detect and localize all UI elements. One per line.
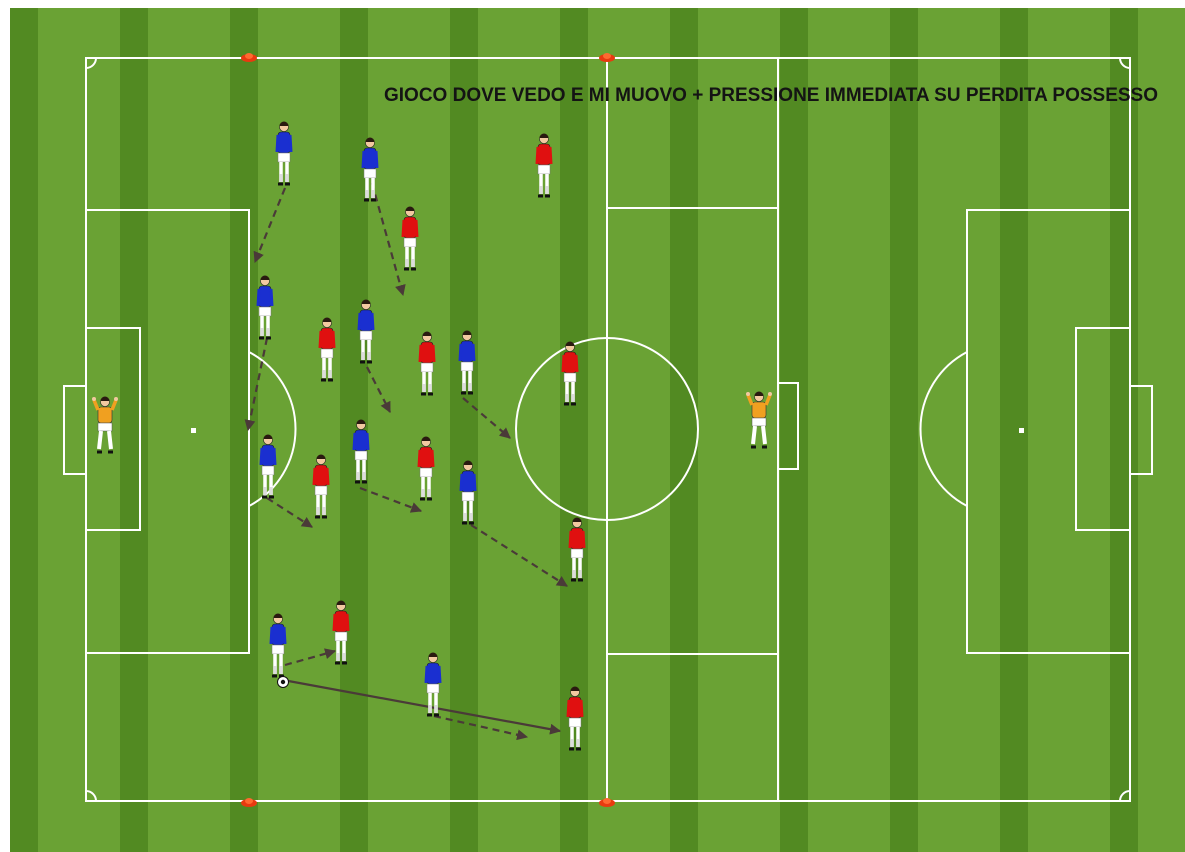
grass-stripe [230,8,258,852]
grass-stripe [780,8,808,852]
grass-stripe [890,8,918,852]
grass-stripe [1110,8,1138,852]
drill-title: GIOCO DOVE VEDO E MI MUOVO + PRESSIONE I… [384,85,1158,106]
grass-stripe [120,8,148,852]
grass-stripe [10,8,38,852]
right-penalty-spot [1019,428,1024,433]
ball-icon [278,677,289,688]
grass-stripes [10,8,1185,852]
grass-stripe [670,8,698,852]
left-penalty-spot [191,428,196,433]
